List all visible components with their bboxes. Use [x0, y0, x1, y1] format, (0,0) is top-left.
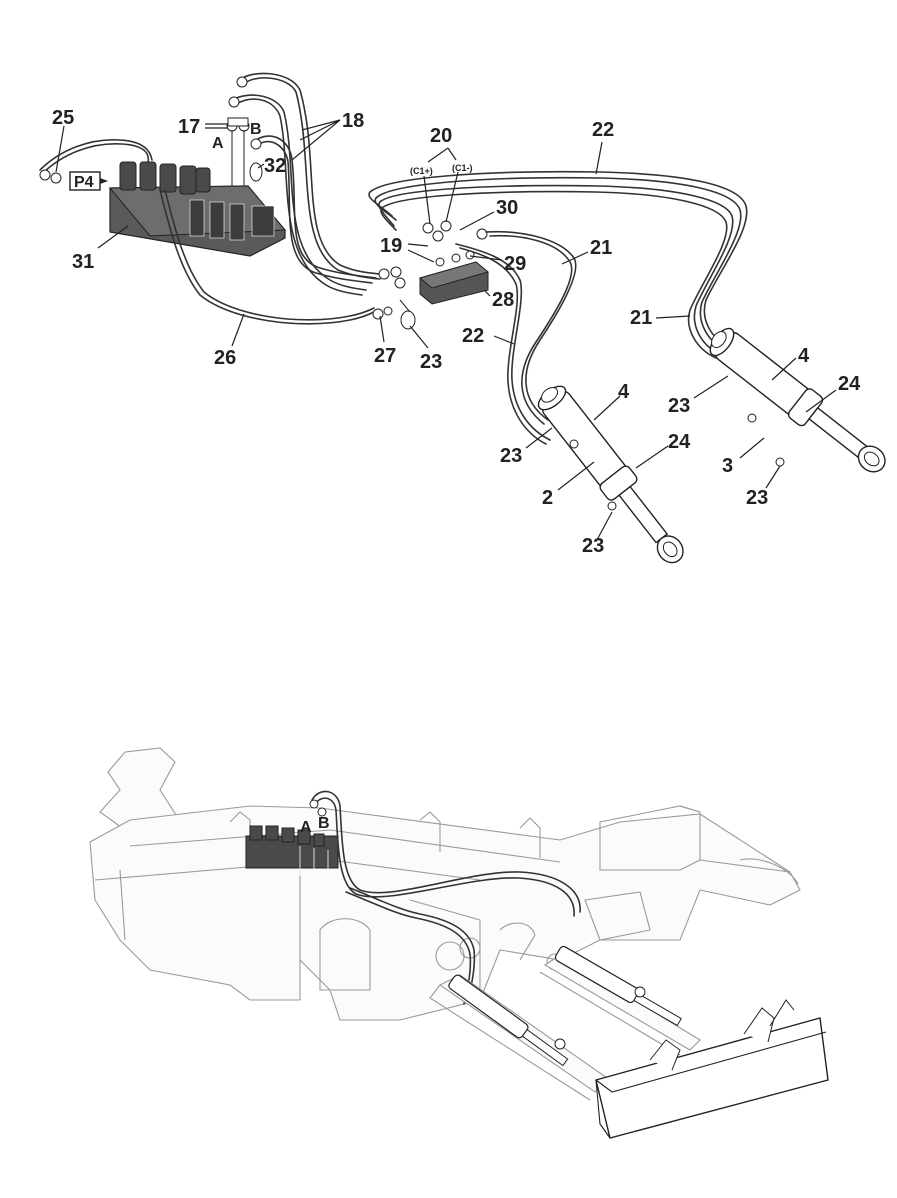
callout-26: 26	[214, 347, 236, 369]
callout-27: 27	[374, 345, 396, 367]
callout-2: 2	[542, 487, 553, 509]
callout-4-left: 4	[618, 381, 630, 403]
callout-23-valve: 23	[420, 351, 442, 373]
hoses-21-22	[368, 170, 748, 445]
callout-b-top: B	[250, 121, 262, 138]
callout-24-left: 24	[668, 431, 691, 453]
machine-hoses	[309, 790, 581, 1005]
callout-3: 3	[722, 455, 733, 477]
callout-c1-plus: (C1+)	[410, 166, 433, 176]
loader-arms	[429, 945, 701, 1101]
callout-32: 32	[264, 155, 286, 177]
hoses-18	[228, 72, 381, 296]
callout-18: 18	[342, 110, 364, 132]
callout-19: 19	[380, 235, 402, 257]
callout-22-mid: 22	[462, 325, 484, 347]
fittings-19	[378, 266, 406, 289]
callout-17: 17	[178, 116, 200, 138]
exploded-view: P4	[39, 72, 886, 564]
fittings-20-30	[422, 220, 488, 242]
callout-28: 28	[492, 289, 514, 311]
valve-28	[418, 250, 490, 305]
callout-30: 30	[496, 197, 518, 219]
callout-21-mid: 21	[590, 237, 612, 259]
callout-29: 29	[504, 253, 526, 275]
p4-text: P4	[74, 174, 94, 191]
callout-b-bottom: B	[318, 815, 330, 832]
hose-26	[159, 189, 375, 325]
callout-23-left-a: 23	[500, 445, 522, 467]
callout-21-right: 21	[630, 307, 652, 329]
callout-a-top: A	[212, 135, 224, 152]
hose-25	[39, 139, 153, 184]
callout-25: 25	[52, 107, 74, 129]
callout-labels: 25 17 A B 18 32 31 26 27 23 20 (C1+) (C1…	[52, 107, 861, 557]
callout-23-right-a: 23	[668, 395, 690, 417]
fitting-23-valve	[399, 299, 416, 330]
callout-20: 20	[430, 125, 452, 147]
callout-a-bottom: A	[300, 819, 312, 836]
leader-lines	[55, 119, 837, 539]
fitting-32	[249, 162, 263, 182]
port-p4-label: P4	[69, 171, 108, 191]
callout-23-right-b: 23	[746, 487, 768, 509]
control-valve-block	[108, 161, 287, 257]
machine-frame-view: A B	[89, 747, 829, 1139]
machine-valve-block	[245, 825, 339, 880]
fittings-17	[226, 117, 250, 186]
callout-22-top: 22	[592, 119, 614, 141]
fitting-27	[372, 306, 393, 320]
callout-23-left-b: 23	[582, 535, 604, 557]
callout-c1-minus: (C1-)	[452, 163, 473, 173]
callout-4-right: 4	[798, 345, 810, 367]
dozer-blade	[595, 999, 829, 1139]
chassis-outline	[89, 747, 801, 1021]
callout-24-right: 24	[838, 373, 861, 395]
cylinder-left	[537, 385, 684, 564]
callout-31: 31	[72, 251, 94, 273]
